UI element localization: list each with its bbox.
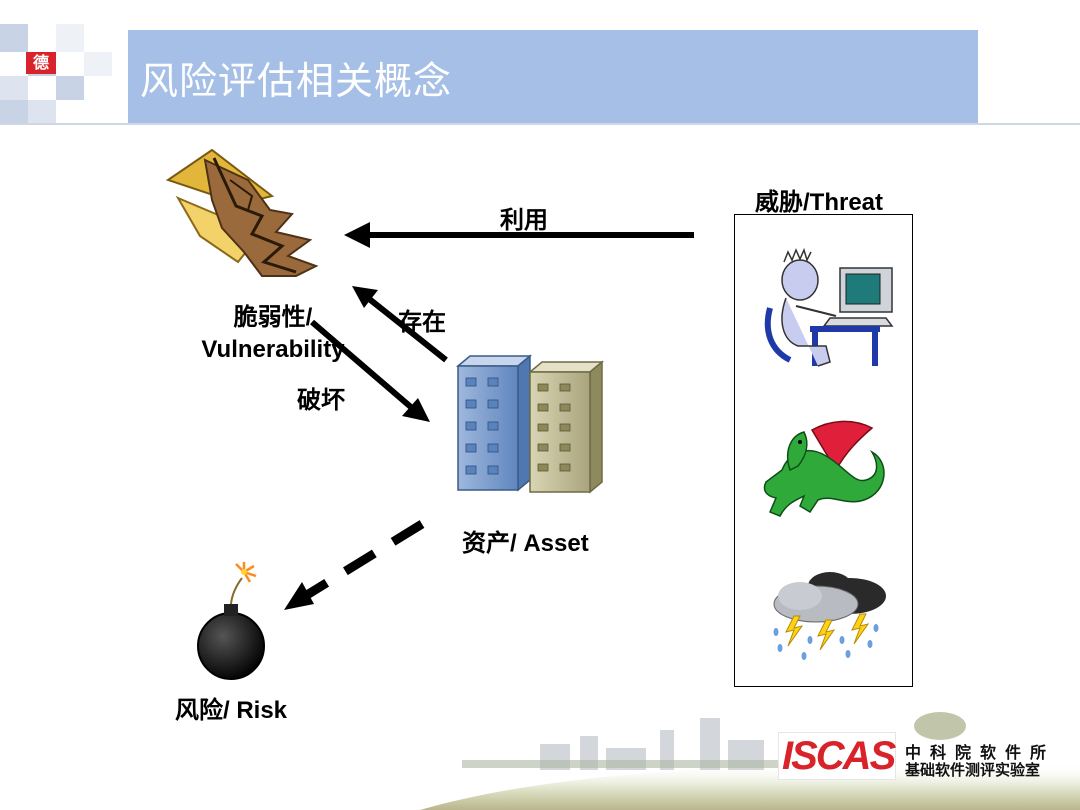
buildings-icon (455, 354, 605, 494)
damage-arrow (310, 319, 430, 422)
brand-logo-box (778, 732, 896, 780)
logo-char: 德 (32, 53, 49, 72)
node-label-asset: 资产/ Asset (462, 530, 589, 557)
org-name-line2: 基础软件测评实验室 (905, 761, 1041, 779)
footer-landscape (420, 712, 1080, 810)
org-name-line1: 中科院软件所 (905, 743, 1056, 762)
node-label-threat: 威胁/Threat (755, 189, 884, 216)
storm-cloud-icon (773, 572, 886, 660)
risk-dashed-arrow (284, 520, 425, 610)
logo-badge: 德 (26, 52, 56, 74)
node-label-risk: 风险/ Risk (175, 697, 288, 724)
edge-label-exist: 存在 (398, 309, 446, 336)
page-title: 风险评估相关概念 (140, 59, 453, 103)
hacker-at-computer-icon (764, 247, 894, 367)
exploit-arrow (344, 222, 694, 248)
exist-arrow (352, 286, 448, 363)
bomb-icon (197, 562, 265, 680)
title-bar: 风险评估相关概念 (128, 30, 978, 124)
node-label-vulnerability: 脆弱性/ Vulnerability (201, 304, 345, 363)
dragon-icon (763, 420, 885, 517)
brand-logo-iscas: ISCAS (782, 734, 896, 778)
title-divider (0, 123, 1080, 125)
edge-label-exploit: 利用 (500, 207, 548, 234)
edge-label-damage: 破坏 (297, 387, 345, 414)
corner-checker-pattern (0, 0, 128, 124)
cracked-wall-icon (165, 148, 319, 277)
